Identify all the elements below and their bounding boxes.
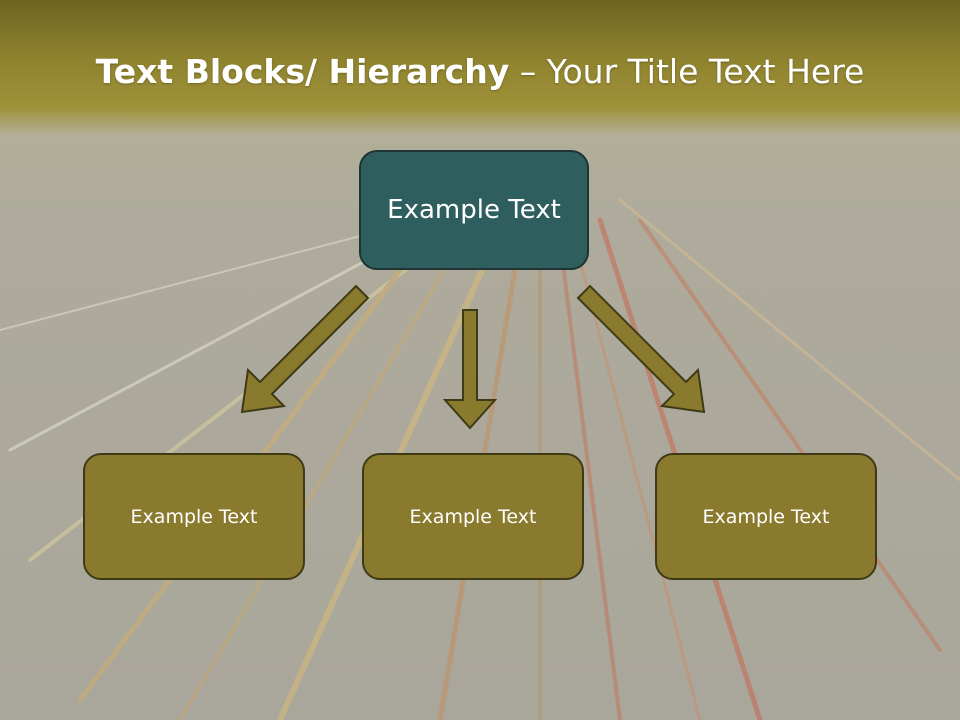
child-node-label-left: Example Text — [130, 505, 258, 528]
root-node-box: Example Text — [359, 150, 589, 270]
child-node-box-left: Example Text — [83, 453, 305, 580]
child-node-label-right: Example Text — [702, 505, 830, 528]
root-node-label: Example Text — [387, 195, 561, 225]
child-node-label-middle: Example Text — [409, 505, 537, 528]
slide-title-bold: Text Blocks/ Hierarchy — [95, 52, 510, 91]
child-node-box-right: Example Text — [655, 453, 877, 580]
slide-title-rest: – Your Title Text Here — [509, 52, 865, 91]
slide-title: Text Blocks/ Hierarchy – Your Title Text… — [0, 52, 960, 91]
title-band — [0, 0, 960, 135]
child-node-box-middle: Example Text — [362, 453, 584, 580]
